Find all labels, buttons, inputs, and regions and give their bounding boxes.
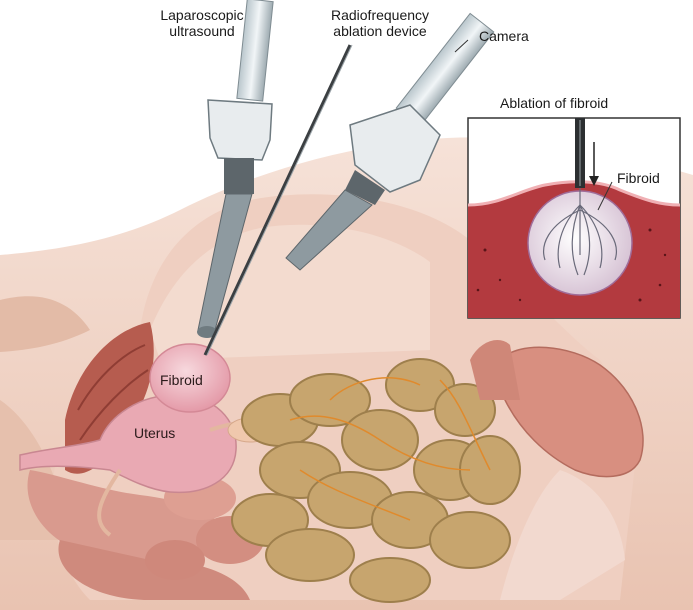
label-camera: Camera — [479, 28, 529, 44]
label-line: ablation device — [333, 23, 427, 39]
fibroid — [149, 343, 231, 413]
inset-fibroid-leader-line — [597, 181, 613, 211]
label-uterus: Uterus — [134, 425, 176, 441]
insertion-arrow-icon — [589, 142, 599, 186]
label-line: ultrasound — [169, 23, 235, 39]
right-bowel — [470, 340, 644, 600]
pelvic-muscle — [65, 322, 154, 474]
camera-scope — [285, 12, 495, 271]
inset-panel — [467, 117, 681, 319]
label-laparoscopic-ultrasound: Laparoscopic ultrasound — [142, 7, 262, 39]
label-leader-lines — [454, 39, 469, 53]
lower-bowel — [27, 470, 264, 600]
mesentery-vessels — [289, 377, 491, 521]
radiofrequency-ablation-needle — [203, 44, 353, 356]
label-inset-fibroid: Fibroid — [617, 170, 660, 186]
label-ablation-of-fibroid: Ablation of fibroid — [500, 95, 609, 111]
label-line: Radiofrequency — [330, 7, 430, 23]
label-radiofrequency-ablation-device: Radiofrequency ablation device — [305, 7, 455, 39]
laparoscopic-ultrasound-probe — [197, 0, 274, 338]
label-fibroid: Fibroid — [160, 372, 203, 388]
label-line: Laparoscopic — [160, 7, 244, 23]
